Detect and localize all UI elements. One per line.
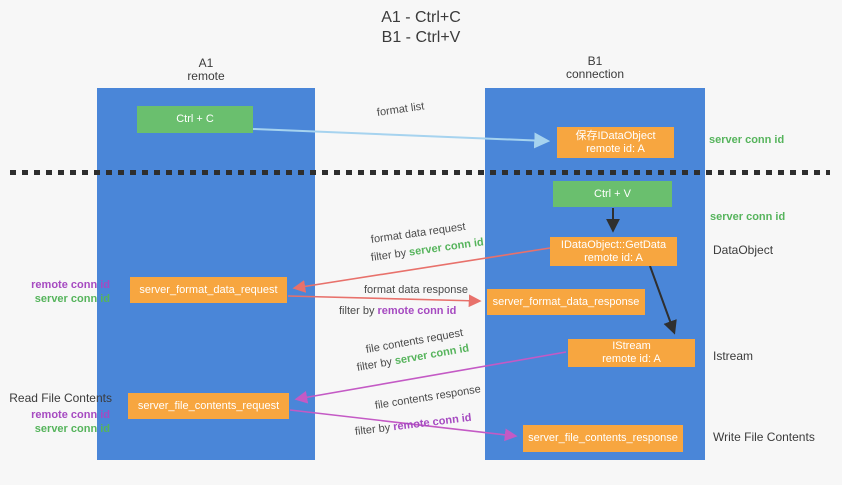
- filter-by-remote-conn-id-label-2: filter by remote conn id: [354, 412, 472, 438]
- remote-conn-id-text: remote conn id: [377, 305, 457, 317]
- ctrl-v-node: Ctrl + V: [553, 181, 672, 207]
- file-response-label: server_file_contents_response: [528, 432, 678, 444]
- format-response-label: server_format_data_response: [492, 295, 640, 308]
- format-data-response-flow-label: format data response: [364, 284, 468, 296]
- format-conn-id-labels: remote conn id server conn id: [0, 278, 110, 306]
- ctrl-c-label: Ctrl + C: [176, 113, 214, 125]
- file-contents-response-flow-label: file contents response: [374, 383, 482, 412]
- getdata-line2: remote id: A: [584, 251, 643, 264]
- file-request-label: server_file_contents_request: [137, 399, 280, 412]
- istream-line1: IStream: [612, 340, 651, 352]
- save-idataobject-node: 保存IDataObject remote id: A: [557, 127, 674, 158]
- format-request-label: server_format_data_request: [139, 283, 278, 296]
- file-server-conn-id-label: server conn id: [34, 423, 110, 435]
- read-file-contents-label: Read File Contents: [9, 391, 112, 405]
- column-header-b1: B1 connection: [485, 55, 705, 81]
- column-b1-subtitle: connection: [565, 67, 625, 81]
- title-line-b1: B1 - Ctrl+V: [381, 29, 461, 46]
- filter-by-text: filter by: [355, 355, 396, 374]
- server-conn-id-text: server conn id: [408, 236, 485, 259]
- server-file-contents-response-node: server_file_contents_response: [523, 425, 683, 452]
- ctrl-c-node: Ctrl + C: [137, 106, 253, 133]
- server-conn-id-label-mid: server conn id: [710, 211, 786, 223]
- save-idataobject-line2: remote id: A: [586, 142, 645, 155]
- column-header-a1: A1 remote: [97, 57, 315, 83]
- filter-by-text: filter by: [370, 246, 410, 264]
- title-line-a1: A1 - Ctrl+C: [381, 9, 461, 26]
- dataobject-label: DataObject: [713, 243, 774, 257]
- format-list-flow-label: format list: [376, 100, 426, 119]
- write-file-contents-label: Write File Contents: [713, 430, 815, 444]
- column-b1-name: B1: [587, 54, 603, 68]
- istream-side-label: Istream: [713, 349, 754, 363]
- format-remote-conn-id-label: remote conn id: [31, 279, 110, 291]
- save-idataobject-line1: 保存IDataObject: [575, 129, 656, 142]
- remote-conn-id-text: remote conn id: [392, 411, 473, 434]
- filter-by-remote-conn-id-label-1: filter by remote conn id: [339, 305, 456, 317]
- istream-line2: remote id: A: [602, 353, 661, 365]
- column-a1-subtitle: remote: [187, 69, 225, 83]
- server-format-data-request-node: server_format_data_request: [130, 277, 287, 303]
- filter-by-text: filter by: [339, 305, 378, 317]
- diagram-title: A1 - Ctrl+C B1 - Ctrl+V: [0, 8, 842, 48]
- getdata-line1: IDataObject::GetData: [560, 238, 667, 251]
- file-remote-conn-id-label: remote conn id: [31, 409, 110, 421]
- arrow-format-data-response: [287, 294, 482, 308]
- ctrl-v-label: Ctrl + V: [594, 187, 631, 200]
- server-conn-id-label-top: server conn id: [709, 134, 785, 146]
- filter-by-text: filter by: [354, 421, 394, 438]
- format-server-conn-id-label: server conn id: [34, 293, 110, 305]
- server-format-data-response-node: server_format_data_response: [487, 289, 645, 315]
- column-a1-name: A1: [198, 56, 214, 70]
- idataobject-getdata-node: IDataObject::GetData remote id: A: [550, 237, 677, 266]
- file-conn-id-labels: remote conn id server conn id: [0, 408, 110, 436]
- dotted-divider: [10, 170, 830, 175]
- server-file-contents-request-node: server_file_contents_request: [128, 393, 289, 419]
- istream-node: IStream remote id: A: [568, 339, 695, 367]
